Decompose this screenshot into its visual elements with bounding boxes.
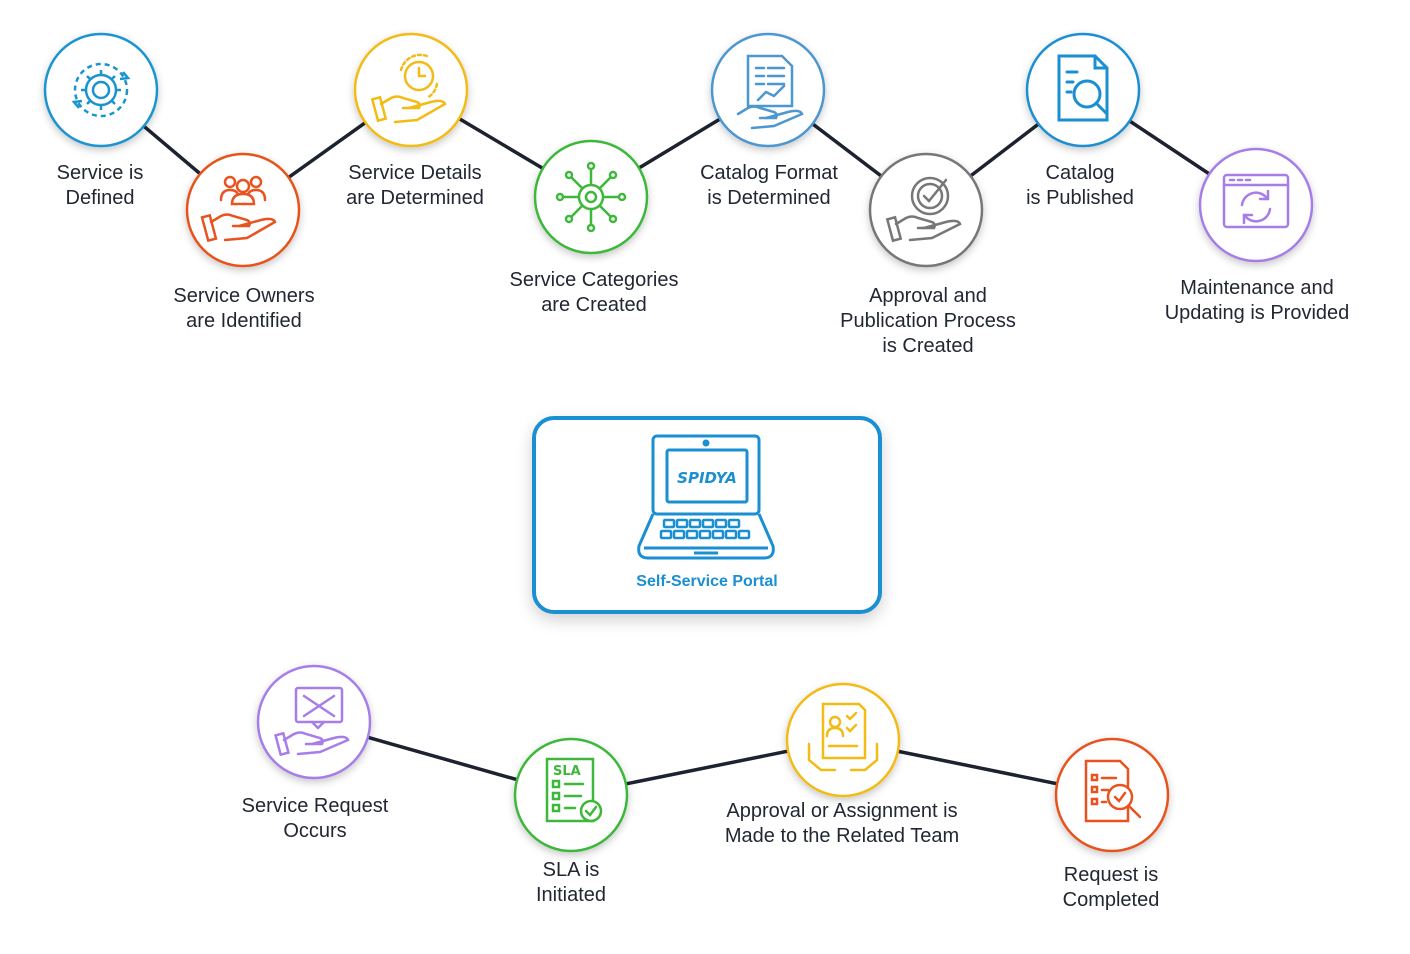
label-line: are Created (541, 294, 647, 316)
label-line: Completed (1062, 889, 1160, 911)
step-circle (1025, 32, 1141, 148)
browser-refresh-icon (1222, 173, 1290, 229)
label-catalog-format: Catalog Format is Determined (700, 161, 838, 211)
step-circle (1198, 147, 1314, 263)
connectors-bottom (313, 720, 1113, 797)
step-service-defined (43, 32, 159, 148)
document-search-icon (1057, 54, 1109, 122)
label-approval-assignment: Approval or Assignment is Made to the Re… (725, 799, 959, 849)
label-line: Service Categories (509, 269, 679, 291)
step-service-details (353, 32, 469, 148)
label-line: Maintenance and (1180, 277, 1334, 299)
tools-hand-icon (274, 686, 350, 757)
label-line: is Published (1026, 187, 1134, 209)
portal-brand: SPIDYA (677, 469, 737, 487)
document-chart-icon (736, 54, 804, 130)
step-circle (185, 152, 301, 268)
label-line: are Determined (346, 187, 484, 209)
label-line: is Determined (707, 187, 831, 209)
step-catalog-format (710, 32, 826, 148)
label-line: Updating is Provided (1164, 302, 1350, 324)
label-line: Catalog Format (700, 162, 838, 184)
label-maintenance-updating: Maintenance and Updating is Provided (1165, 276, 1350, 326)
label-line: Made to the Related Team (724, 825, 960, 847)
step-circle (353, 32, 469, 148)
label-line: Approval or Assignment is (726, 800, 958, 822)
label-line: Defined (65, 187, 135, 209)
label-approval-publication: Approval and Publication Process is Crea… (840, 284, 1016, 359)
sla-badge: SLA (553, 764, 581, 779)
label-request-completed: Request is Completed (1063, 863, 1160, 913)
label-line: Request is (1063, 864, 1159, 886)
label-service-details: Service Details are Determined (346, 161, 484, 211)
label-catalog-published: Catalog is Published (1026, 161, 1134, 211)
label-service-categories: Service Categories are Created (510, 268, 679, 318)
step-circle (710, 32, 826, 148)
check-hand-icon (885, 176, 962, 243)
label-line: Approval and (869, 285, 987, 307)
label-line: Initiated (535, 884, 607, 906)
clock-hand-icon (370, 53, 447, 124)
step-sla-initiated: SLA (513, 737, 629, 853)
step-maintenance-updating (1198, 147, 1314, 263)
label-line: SLA is (542, 859, 600, 881)
label-line: Service Request (241, 795, 389, 817)
portal-label: Self-Service Portal (636, 573, 778, 590)
step-circle (785, 682, 901, 798)
step-circle (43, 32, 159, 148)
step-service-categories (533, 139, 649, 255)
label-line: Service Details (348, 162, 482, 184)
label-line: Occurs (283, 820, 347, 842)
step-approval-publication (868, 152, 984, 268)
label-sla-initiated: SLA is Initiated (536, 858, 606, 908)
step-circle (868, 152, 984, 268)
label-service-defined: Service is Defined (57, 161, 144, 211)
label-line: is Created (882, 335, 974, 357)
people-hand-icon (200, 175, 277, 243)
report-magnifier-icon (1084, 759, 1142, 823)
step-circle (533, 139, 649, 255)
label-line: Service Owners (173, 285, 315, 307)
self-service-portal: SPIDYA Self-Service Portal (532, 416, 882, 614)
label-line: Service is (56, 162, 144, 184)
label-line: are Identified (186, 310, 302, 332)
label-line: Catalog (1045, 162, 1115, 184)
gear-network-icon (555, 161, 627, 233)
document-approval-icon (807, 702, 879, 772)
gear-cycle-icon (71, 62, 131, 118)
label-service-owners: Service Owners are Identified (173, 284, 314, 334)
label-service-request: Service Request Occurs (242, 794, 389, 844)
sla-checklist-icon: SLA (545, 757, 603, 823)
label-line: Publication Process (840, 310, 1016, 332)
step-approval-assignment (785, 682, 901, 798)
step-catalog-published (1025, 32, 1141, 148)
laptop-icon: SPIDYA (637, 434, 775, 560)
step-request-completed (1054, 737, 1170, 853)
step-service-request (256, 664, 372, 780)
step-service-owners (185, 152, 301, 268)
